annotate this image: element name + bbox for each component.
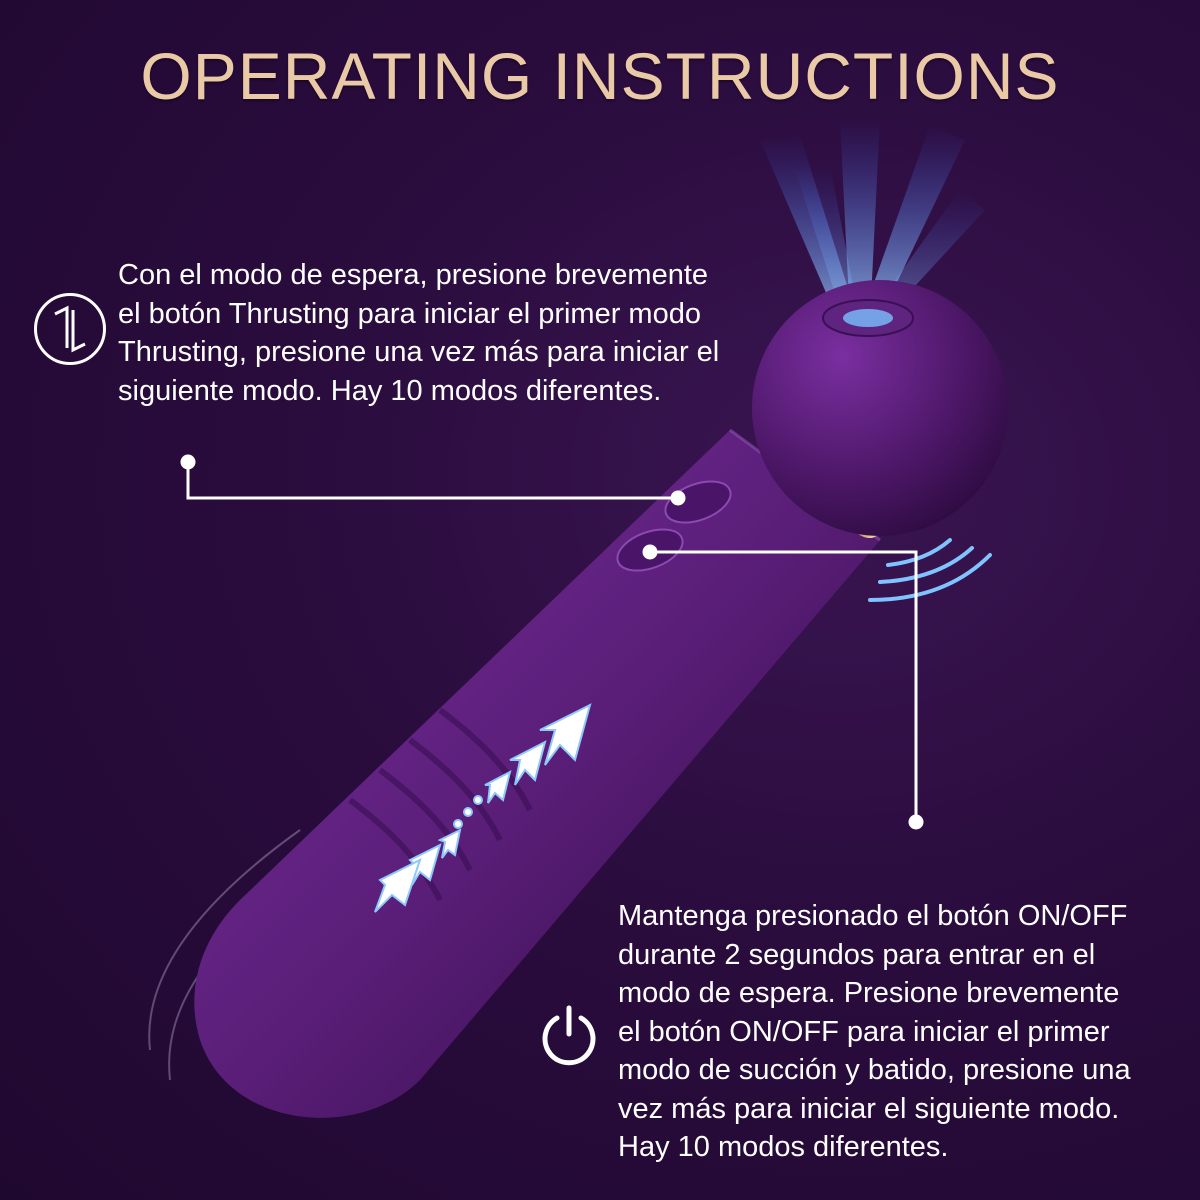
power-line-5: modo de succión y batido, presione una — [618, 1054, 1131, 1086]
power-callout-line — [642, 544, 924, 830]
thrusting-line-3: Thrusting, presione una vez más para ini… — [118, 336, 720, 368]
power-line-1: Mantenga presionado el botón ON/OFF — [618, 900, 1128, 932]
thrust-ridges — [348, 707, 533, 902]
thrusting-line-2: el botón Thrusting para iniciar el prime… — [118, 297, 701, 330]
thrusting-line-1: Con el modo de espera, presione brevemen… — [118, 259, 709, 291]
thrust-direction-arrows — [374, 703, 592, 913]
power-line-4: el botón ON/OFF para iniciar el primer — [618, 1015, 1110, 1048]
thrust-mode-icon — [34, 293, 106, 365]
page-title: OPERATING INSTRUCTIONS — [140, 39, 1060, 113]
suction-head — [752, 280, 1008, 536]
power-line-2: durante 2 segundos para entrar en el — [618, 938, 1096, 971]
power-icon — [536, 1002, 602, 1068]
power-line-7: Hay 10 modos diferentes. — [618, 1131, 949, 1163]
thrust-glyph — [54, 305, 86, 353]
thrusting-instructions: Con el modo de espera, presione brevemen… — [118, 256, 778, 410]
thrust-callout-line — [180, 454, 686, 506]
power-line-3: modo de espera. Presione brevemente — [618, 977, 1120, 1009]
thrusting-line-4: siguiente modo. Hay 10 modos diferentes. — [118, 374, 662, 407]
vibration-waves-icon — [868, 538, 992, 602]
power-instructions: Mantenga presionado el botón ON/OFF dura… — [618, 897, 1178, 1167]
power-line-6: vez más para iniciar el siguiente modo. — [618, 1092, 1120, 1125]
